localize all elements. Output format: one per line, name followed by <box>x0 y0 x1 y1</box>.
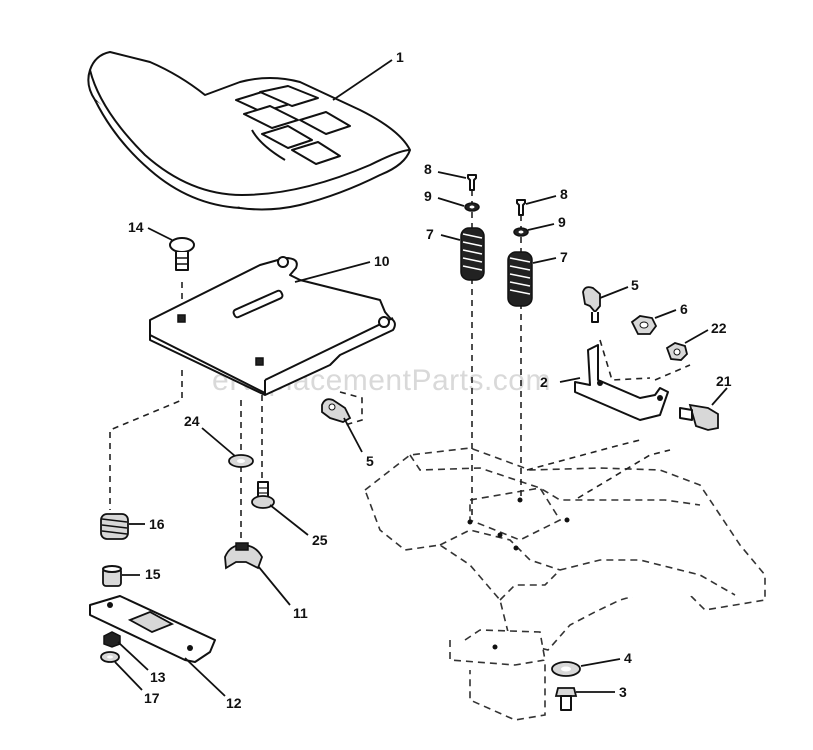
spring-7-left <box>460 227 485 281</box>
flat-washer-24 <box>228 454 254 468</box>
callout-9-left: 9 <box>424 188 432 204</box>
callout-24: 24 <box>184 413 200 429</box>
callout-10: 10 <box>374 253 390 269</box>
washer-17 <box>100 651 120 663</box>
callout-11: 11 <box>293 605 308 621</box>
tractor-frame-outline <box>364 447 766 721</box>
callout-8-left: 8 <box>424 161 432 177</box>
seat-pan-bracket <box>149 256 396 396</box>
adjustment-bracket <box>574 344 669 421</box>
callout-8-right: 8 <box>560 186 568 202</box>
right-spring-stack <box>507 199 533 307</box>
callout-7-left: 7 <box>426 226 434 242</box>
adjustment-knob <box>679 403 719 431</box>
seat-panels <box>235 85 351 165</box>
slide-plate <box>89 595 216 663</box>
latch-knob-upper <box>582 286 601 323</box>
callout-25: 25 <box>312 532 328 548</box>
callout-16: 16 <box>149 516 165 532</box>
callout-21: 21 <box>716 373 732 389</box>
nut-13 <box>103 631 121 648</box>
callout-12: 12 <box>226 695 242 711</box>
spring-7-right <box>507 251 533 307</box>
shoulder-bolt <box>251 481 275 509</box>
callout-7-right: 7 <box>560 249 568 265</box>
callout-1: 1 <box>396 49 404 65</box>
seat-knob <box>224 542 263 570</box>
callout-17: 17 <box>144 690 160 706</box>
bolt-3 <box>554 687 578 711</box>
bushing <box>102 565 122 587</box>
callout-2: 2 <box>540 374 548 390</box>
callout-5-lower: 5 <box>366 453 374 469</box>
leader-lines <box>114 59 728 697</box>
hex-nut <box>630 315 658 335</box>
callout-6: 6 <box>680 301 688 317</box>
callout-3: 3 <box>619 684 627 700</box>
callout-14: 14 <box>128 219 144 235</box>
callout-numbers: 1 14 10 8 9 7 8 9 7 5 6 22 2 21 5 24 25 … <box>128 49 732 711</box>
carriage-bolt <box>169 237 195 271</box>
left-spring-stack <box>460 174 485 281</box>
lock-nut <box>665 342 688 361</box>
callout-13: 13 <box>150 669 166 685</box>
seat <box>87 51 411 211</box>
callout-22: 22 <box>711 320 727 336</box>
callout-15: 15 <box>145 566 161 582</box>
latch-clip-lower <box>321 398 352 423</box>
compression-spring <box>100 513 129 540</box>
washer-4 <box>551 661 581 677</box>
callout-9-right: 9 <box>558 214 566 230</box>
callout-5-upper: 5 <box>631 277 639 293</box>
callout-4: 4 <box>624 650 632 666</box>
